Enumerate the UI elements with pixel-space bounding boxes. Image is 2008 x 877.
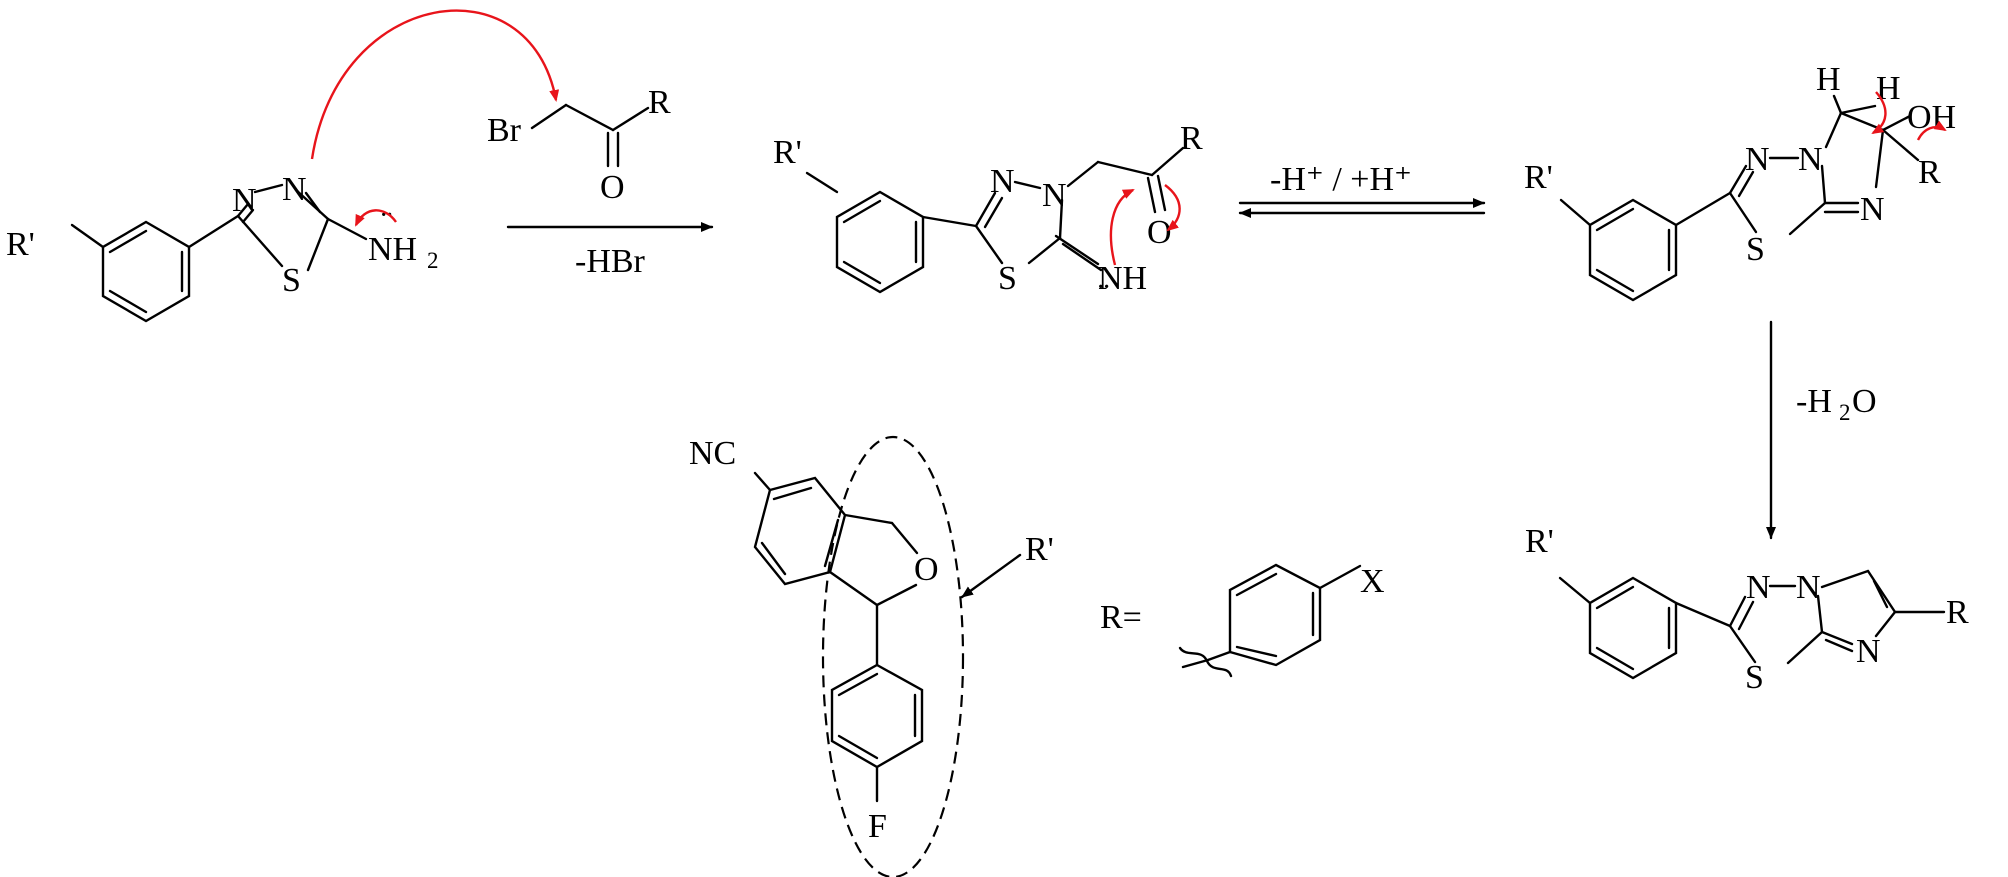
curly-arrow-carbonyl — [1164, 184, 1181, 232]
curly-arrow-nh2-to-ring — [354, 209, 397, 227]
fused-ring-4 — [1728, 569, 1897, 665]
x-label: X — [1360, 563, 1385, 600]
h-label-3b: H — [1876, 70, 1901, 107]
n-label-1a: N — [232, 182, 257, 219]
oh-label-3: OH — [1907, 99, 1956, 136]
citalopram-structure: NC O F R' — [689, 435, 1054, 877]
thiadiazoline-ring-2 — [974, 180, 1064, 265]
condition-o: O — [1852, 383, 1877, 420]
n-label-1b: N — [282, 171, 307, 208]
r-prime-label-1: R' — [6, 226, 35, 263]
curly-arrow-h-elimination — [1871, 91, 1887, 135]
r-equals-label: R= — [1100, 599, 1142, 636]
r-label-2: R — [1180, 120, 1203, 157]
condition-sub-2: 2 — [1839, 400, 1851, 425]
f-label: F — [868, 808, 887, 845]
curly-arrow-nh-attack — [1109, 188, 1135, 266]
n-label-2b: N — [1042, 177, 1067, 214]
n-label-3b: N — [1798, 141, 1823, 178]
r-prime-label-4: R' — [1525, 523, 1554, 560]
nh-lone-pair-2: ¨ — [1098, 277, 1109, 314]
o-label-reagent: O — [600, 169, 625, 206]
s-label-3: S — [1746, 231, 1765, 268]
n-label-4c: N — [1856, 633, 1881, 670]
s-label-4: S — [1745, 659, 1764, 696]
intermediate-iminothiadiazoline: R' N N S NH ¨ R O — [773, 120, 1203, 314]
reactant-aminothiadiazole: R' N N S NH 2 ¨ — [6, 171, 439, 323]
thiadiazole-ring-1 — [236, 183, 330, 272]
r-prime-label-citalopram: R' — [1025, 531, 1054, 568]
nc-label: NC — [689, 435, 736, 472]
r-definition: R= X — [1100, 563, 1385, 678]
o-label-2: O — [1147, 214, 1172, 251]
condition-proton-transfer: -H⁺ / +H⁺ — [1270, 161, 1412, 198]
condition-h: -H — [1796, 383, 1832, 420]
benzo-ring — [753, 476, 847, 586]
nh-label-1: NH — [368, 231, 417, 268]
n-label-3a: N — [1745, 141, 1770, 178]
benzene-ring-2 — [835, 190, 925, 294]
product-imidazothiadiazole: R' N N S N R — [1525, 523, 1969, 696]
pointer-arrow-r-prime — [960, 553, 1022, 599]
dashed-ellipse-highlight — [821, 435, 965, 877]
n-label-3c: N — [1860, 191, 1885, 228]
benzene-ring-3 — [1588, 198, 1678, 302]
nh-label-2: NH — [1098, 260, 1147, 297]
h-label-3a: H — [1816, 61, 1841, 98]
condition-minus-water: -H 2 O — [1796, 383, 1877, 425]
condition-minus-hbr: -HBr — [575, 243, 646, 280]
equilibrium-arrows — [1238, 198, 1486, 218]
s-label-1: S — [282, 262, 301, 299]
r-prime-label-2: R' — [773, 134, 802, 171]
r-prime-label-3: R' — [1524, 159, 1553, 196]
curly-arrow-n-attack — [310, 9, 560, 160]
wavy-attachment-bond — [1178, 646, 1233, 678]
fluorophenyl-ring — [830, 663, 924, 769]
s-label-2: S — [998, 260, 1017, 297]
nh2-lone-pair: ¨ — [381, 205, 392, 242]
benzene-ring-4 — [1588, 576, 1678, 680]
curly-arrow-oh-leaving — [1916, 120, 1947, 141]
nh2-subscript: 2 — [427, 248, 439, 273]
intermediate-carbinolamine: R' N N S N H H OH R — [1524, 61, 1956, 302]
benzene-ring-1 — [101, 220, 191, 323]
para-substituted-phenyl — [1228, 563, 1322, 667]
r-label-3: R — [1918, 154, 1941, 191]
r-label-reagent: R — [648, 84, 671, 121]
n-label-2a: N — [990, 163, 1015, 200]
n-label-4b: N — [1796, 569, 1821, 606]
n-label-4a: N — [1746, 569, 1771, 606]
r-label-4: R — [1946, 594, 1969, 631]
o-label-citalopram: O — [914, 551, 939, 588]
fused-ring-3 — [1728, 111, 1885, 236]
br-label: Br — [487, 112, 522, 149]
reagent-bromoketone: Br R O — [487, 84, 671, 206]
